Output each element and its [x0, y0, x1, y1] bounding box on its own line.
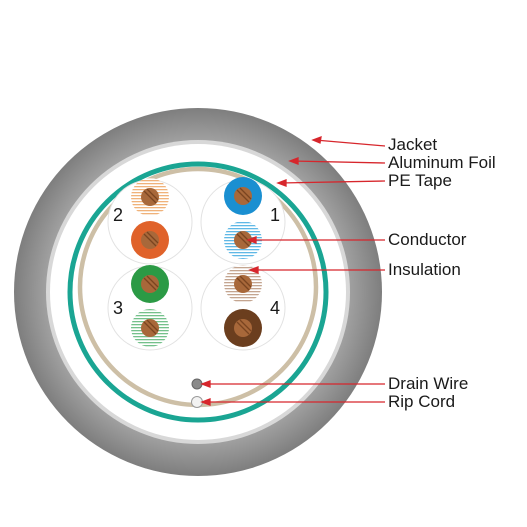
pointer-pe-tape — [279, 180, 386, 184]
pair-1-wires — [224, 177, 262, 259]
label-conductor: Conductor — [388, 230, 467, 249]
label-jacket: Jacket — [388, 135, 437, 154]
pair-number-2: 2 — [113, 205, 123, 225]
label-insulation: Insulation — [388, 260, 461, 279]
label-pe-tape: PE Tape — [388, 171, 452, 190]
label-aluminum-foil: Aluminum Foil — [388, 153, 496, 172]
pair-number-4: 4 — [270, 298, 280, 318]
pointer-aluminum-foil — [291, 160, 386, 164]
aluminum-foil-ring — [67, 161, 329, 423]
label-drain-wire: Drain Wire — [388, 374, 468, 393]
cable-interior — [50, 144, 346, 440]
pair-3-wires — [131, 265, 169, 347]
pair-number-1: 1 — [270, 205, 280, 225]
pointer-jacket — [314, 139, 386, 147]
label-rip-cord: Rip Cord — [388, 392, 455, 411]
pair-number-3: 3 — [113, 298, 123, 318]
pair-4-wires — [224, 265, 262, 347]
pair-2-wires — [131, 178, 169, 259]
